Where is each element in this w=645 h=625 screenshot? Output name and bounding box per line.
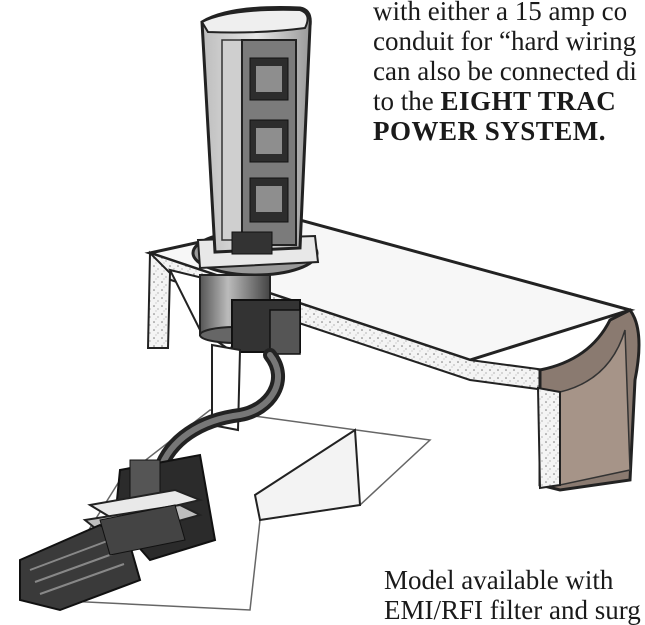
bottom-description: Model available with EMI/RFI filter and … [384, 565, 645, 625]
eight-trac-label: EIGHT TRAC [440, 86, 617, 116]
bottom-text-line-2: EMI/RFI filter and surg [384, 595, 641, 625]
top-text-line-2: conduit for “hard wiring [373, 26, 637, 56]
pop-up-tower [200, 6, 312, 255]
outlet-bottom [249, 177, 289, 223]
top-text-line-3: can also be connected di [373, 56, 637, 86]
power-system-label: POWER SYSTEM. [373, 116, 607, 146]
outlet-top [249, 57, 289, 101]
top-description: with either a 15 amp co conduit for “har… [373, 0, 645, 146]
floor-connector [19, 453, 217, 612]
under-desk-housing [168, 268, 301, 355]
floor-panel [43, 343, 432, 611]
desk-end-panel [536, 308, 641, 492]
outlet-middle [249, 119, 289, 163]
top-text-line-4-prefix: to the [373, 86, 441, 116]
bottom-text-line-1: Model available with [384, 565, 614, 595]
top-text-line-1: with either a 15 amp co [373, 0, 628, 26]
top-text-line-4: to the EIGHT TRAC [373, 86, 645, 116]
